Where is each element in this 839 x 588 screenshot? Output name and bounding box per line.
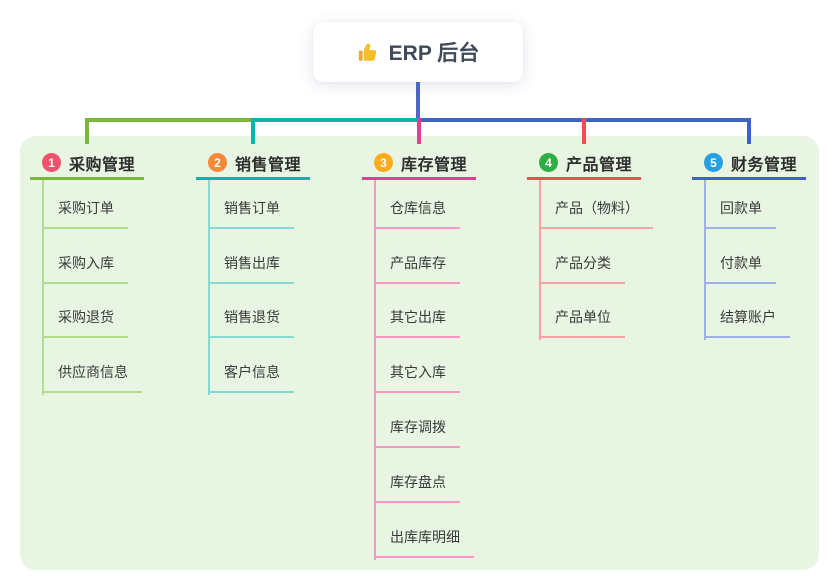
child-node[interactable]: 库存调拨 xyxy=(374,393,474,448)
branch-connector-drop xyxy=(417,118,421,144)
child-node-label: 产品（物料） xyxy=(539,198,653,229)
branch-3: 3 库存管理仓库信息产品库存其它出库其它入库库存调拨库存盘点出库库明细 xyxy=(362,148,476,560)
child-node[interactable]: 采购入库 xyxy=(42,229,142,284)
branch-children: 仓库信息产品库存其它出库其它入库库存调拨库存盘点出库库明细 xyxy=(374,174,474,560)
branch-child-connector-line xyxy=(704,180,706,341)
branch-children: 销售订单销售出库销售退货客户信息 xyxy=(208,174,294,396)
child-node-label: 采购订单 xyxy=(42,198,128,229)
child-node-label: 出库库明细 xyxy=(374,527,474,558)
branch-connector-drop xyxy=(251,118,255,144)
root-node[interactable]: ERP 后台 xyxy=(313,22,523,82)
branch-title-label: 财务管理 xyxy=(731,156,798,174)
branch-children: 产品（物料） 产品分类产品单位 xyxy=(539,174,653,341)
thumbs-up-icon xyxy=(357,41,379,63)
branch-child-connector-line xyxy=(539,180,541,341)
child-node-label: 结算账户 xyxy=(704,307,790,339)
branches-panel xyxy=(20,136,819,570)
root-connector-line xyxy=(416,82,420,122)
child-node[interactable]: 其它出库 xyxy=(374,284,474,339)
branch-number-badge: 5 xyxy=(704,153,723,172)
branch-title-label: 库存管理 xyxy=(401,156,468,174)
branch-child-connector-line xyxy=(374,180,376,560)
branch-children: 采购订单采购入库采购退货供应商信息 xyxy=(42,174,142,396)
branch-title[interactable]: 4 产品管理 xyxy=(527,148,641,180)
child-node-label: 回款单 xyxy=(704,198,776,229)
child-node-label: 付款单 xyxy=(704,253,776,284)
branch-5: 5 财务管理回款单付款单结算账户 xyxy=(692,148,806,341)
child-node[interactable]: 销售订单 xyxy=(208,174,294,229)
branch-title-label: 销售管理 xyxy=(235,156,302,174)
branch-title[interactable]: 5 财务管理 xyxy=(692,148,806,180)
child-node-label: 库存调拨 xyxy=(374,417,460,448)
branch-child-connector-line xyxy=(42,180,44,396)
child-node-label: 仓库信息 xyxy=(374,198,460,229)
branch-title[interactable]: 2 销售管理 xyxy=(196,148,310,180)
branch-4: 4 产品管理产品（物料） 产品分类产品单位 xyxy=(527,148,653,341)
branch-number-badge: 2 xyxy=(208,153,227,172)
child-node-label: 销售订单 xyxy=(208,198,294,229)
child-node[interactable]: 产品分类 xyxy=(539,229,653,284)
branch-connector-drop xyxy=(747,118,751,144)
child-node-label: 产品单位 xyxy=(539,307,625,339)
child-node[interactable]: 付款单 xyxy=(704,229,790,284)
child-node[interactable]: 其它入库 xyxy=(374,338,474,394)
branch-number-badge: 1 xyxy=(42,153,61,172)
child-node[interactable]: 采购订单 xyxy=(42,174,142,229)
child-node[interactable]: 销售退货 xyxy=(208,284,294,339)
child-node[interactable]: 库存盘点 xyxy=(374,448,474,503)
child-node[interactable]: 客户信息 xyxy=(208,338,294,394)
child-node[interactable]: 回款单 xyxy=(704,174,790,229)
branch-connector-line xyxy=(251,118,418,122)
branch-child-connector-line xyxy=(208,180,210,396)
branch-connector-line xyxy=(85,118,251,122)
child-node-label: 库存盘点 xyxy=(374,472,460,503)
branch-children: 回款单付款单结算账户 xyxy=(704,174,790,341)
child-node-label: 采购入库 xyxy=(42,253,128,284)
branch-number-badge: 3 xyxy=(374,153,393,172)
branch-title-label: 采购管理 xyxy=(69,156,136,174)
branch-title-label: 产品管理 xyxy=(566,156,633,174)
branch-title[interactable]: 3 库存管理 xyxy=(362,148,476,180)
branch-number-badge: 4 xyxy=(539,153,558,172)
child-node[interactable]: 采购退货 xyxy=(42,284,142,339)
child-node[interactable]: 产品库存 xyxy=(374,229,474,284)
child-node-label: 产品库存 xyxy=(374,253,460,284)
root-label: ERP 后台 xyxy=(388,42,480,65)
child-node[interactable]: 仓库信息 xyxy=(374,174,474,229)
branch-1: 1 采购管理采购订单采购入库采购退货供应商信息 xyxy=(30,148,144,396)
child-node[interactable]: 产品（物料） xyxy=(539,174,653,229)
child-node[interactable]: 结算账户 xyxy=(704,284,790,339)
child-node[interactable]: 出库库明细 xyxy=(374,503,474,558)
child-node-label: 其它出库 xyxy=(374,307,460,339)
child-node-label: 采购退货 xyxy=(42,307,128,339)
branch-connector-drop xyxy=(582,118,586,144)
branch-connector-drop xyxy=(85,118,89,144)
child-node-label: 其它入库 xyxy=(374,362,460,394)
branch-title[interactable]: 1 采购管理 xyxy=(30,148,144,180)
child-node[interactable]: 供应商信息 xyxy=(42,338,142,394)
child-node-label: 供应商信息 xyxy=(42,362,142,394)
child-node-label: 销售退货 xyxy=(208,307,294,339)
child-node-label: 产品分类 xyxy=(539,253,625,284)
child-node-label: 销售出库 xyxy=(208,253,294,284)
child-node[interactable]: 销售出库 xyxy=(208,229,294,284)
branch-2: 2 销售管理销售订单销售出库销售退货客户信息 xyxy=(196,148,310,396)
child-node-label: 客户信息 xyxy=(208,362,294,394)
child-node[interactable]: 产品单位 xyxy=(539,284,653,339)
